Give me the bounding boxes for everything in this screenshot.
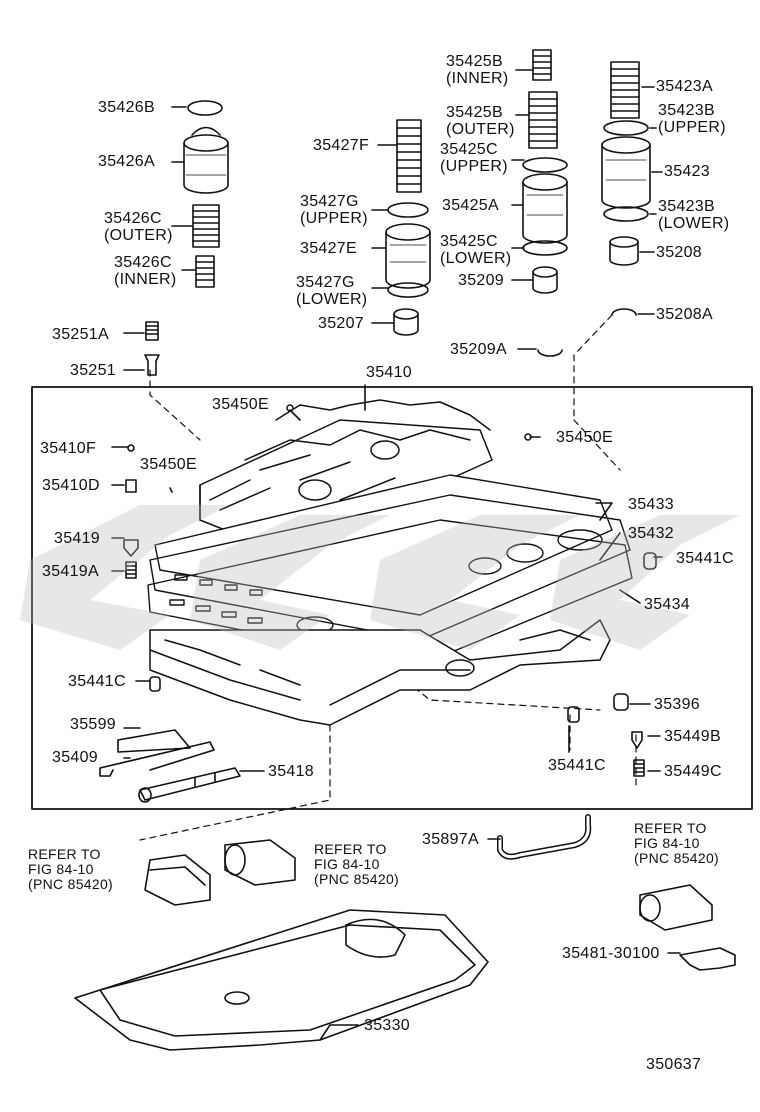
label-35251: 35251 — [70, 362, 116, 379]
label-35426A: 35426A — [98, 153, 155, 170]
part-35441C-check-b — [149, 676, 161, 692]
part-35425B-inner-spring — [532, 49, 552, 81]
part-35427F-spring — [396, 119, 422, 193]
label-35419A: 35419A — [42, 563, 99, 580]
part-35208A-clip — [611, 308, 637, 316]
label-35425B-outer: 35425B(OUTER) — [446, 104, 515, 138]
part-35481-bracket — [679, 947, 736, 971]
part-35441C-check-c — [567, 706, 580, 723]
solenoid-left — [144, 854, 211, 906]
label-35426C-outer: 35426C(OUTER) — [104, 210, 173, 244]
label-35433: 35433 — [628, 496, 674, 513]
label-35425C-upper: 35425C(UPPER) — [440, 141, 508, 175]
label-35441C-bottom: 35441C — [548, 757, 606, 774]
label-35423: 35423 — [664, 163, 710, 180]
part-35251A-plug — [145, 321, 159, 341]
part-35423B-upper-ring — [603, 120, 649, 136]
part-35449C-spring — [633, 759, 645, 777]
part-35423B-lower-ring — [603, 206, 649, 222]
label-35427F: 35427F — [313, 137, 370, 154]
part-35427G-lower-ring — [387, 282, 429, 298]
label-35481-30100: 35481-30100 — [562, 945, 660, 962]
label-35418: 35418 — [268, 763, 314, 780]
label-35599: 35599 — [70, 716, 116, 733]
part-35426C-inner-spring — [195, 255, 215, 288]
part-35410F-pin — [127, 444, 135, 452]
solenoid-right — [639, 884, 713, 931]
label-35207: 35207 — [318, 315, 364, 332]
label-35426C-inner: 35426C(INNER) — [114, 254, 177, 288]
label-35208A: 35208A — [656, 306, 713, 323]
label-35427G-upper: 35427G(UPPER) — [300, 193, 368, 227]
figure-number: 350637 — [646, 1056, 702, 1073]
label-35450E-left: 35450E — [140, 456, 197, 473]
part-35396-plug — [613, 693, 629, 711]
valve-body-assembly-frame — [31, 386, 753, 810]
part-35426B-ring — [187, 100, 223, 116]
part-35419-ball — [123, 539, 139, 557]
label-35409: 35409 — [52, 749, 98, 766]
part-35410D-plug — [125, 479, 137, 493]
label-35396: 35396 — [654, 696, 700, 713]
gasket-35433 — [154, 474, 613, 616]
part-35425A-sleeve — [522, 173, 568, 244]
label-35427E: 35427E — [300, 240, 357, 257]
part-35209A-clip — [537, 349, 563, 357]
label-35209A: 35209A — [450, 341, 507, 358]
part-35425C-upper-ring — [522, 157, 568, 173]
part-35427E-sleeve — [385, 223, 431, 289]
label-35410: 35410 — [366, 364, 412, 381]
part-35208-plug — [609, 236, 639, 266]
part-35207-plug — [393, 308, 419, 336]
label-35425C-lower: 35425C(LOWER) — [440, 233, 512, 267]
part-35418-manual-valve — [138, 767, 241, 803]
label-35449B: 35449B — [664, 728, 721, 745]
part-35209-plug — [532, 266, 558, 294]
label-35208: 35208 — [656, 244, 702, 261]
oil-strainer-35330 — [74, 909, 489, 1051]
label-35441C-right: 35441C — [676, 550, 734, 567]
part-35599-plate — [117, 729, 191, 753]
label-35426B: 35426B — [98, 99, 155, 116]
part-35419A-spring — [125, 561, 137, 579]
part-35426A-cup — [183, 126, 229, 194]
label-35432: 35432 — [628, 525, 674, 542]
label-35410F: 35410F — [40, 440, 97, 457]
label-35410D: 35410D — [42, 477, 100, 494]
part-35423-sleeve — [601, 136, 651, 209]
label-35423A: 35423A — [656, 78, 713, 95]
label-35425A: 35425A — [442, 197, 499, 214]
label-35434: 35434 — [644, 596, 690, 613]
part-35449B-ball — [631, 731, 643, 749]
label-35425B-inner: 35425B(INNER) — [446, 53, 509, 87]
part-35425B-outer-spring — [528, 91, 558, 149]
label-35441C-left: 35441C — [68, 673, 126, 690]
label-35427G-lower: 35427G(LOWER) — [296, 274, 368, 308]
label-35419: 35419 — [54, 530, 100, 547]
label-35450E-right: 35450E — [556, 429, 613, 446]
label-35897A: 35897A — [422, 831, 479, 848]
lower-valve-body — [149, 619, 611, 726]
part-35423A-spring — [610, 61, 640, 119]
label-35449C: 35449C — [664, 763, 722, 780]
part-35409-lever — [99, 741, 215, 777]
part-35897A-pipe — [497, 814, 592, 860]
label-35423B-lower: 35423B(LOWER) — [658, 198, 730, 232]
part-35426C-outer-spring — [192, 204, 220, 248]
solenoid-mid — [224, 839, 296, 886]
label-35251A: 35251A — [52, 326, 109, 343]
plate-35432 — [149, 494, 631, 641]
label-35330: 35330 — [364, 1017, 410, 1034]
label-35423B-upper: 35423B(UPPER) — [658, 102, 726, 136]
part-35251-pin — [144, 354, 160, 376]
label-35209: 35209 — [458, 272, 504, 289]
part-35427G-upper-ring — [387, 202, 429, 218]
label-35450E-top: 35450E — [212, 396, 269, 413]
part-35441C-check-a — [643, 552, 657, 570]
